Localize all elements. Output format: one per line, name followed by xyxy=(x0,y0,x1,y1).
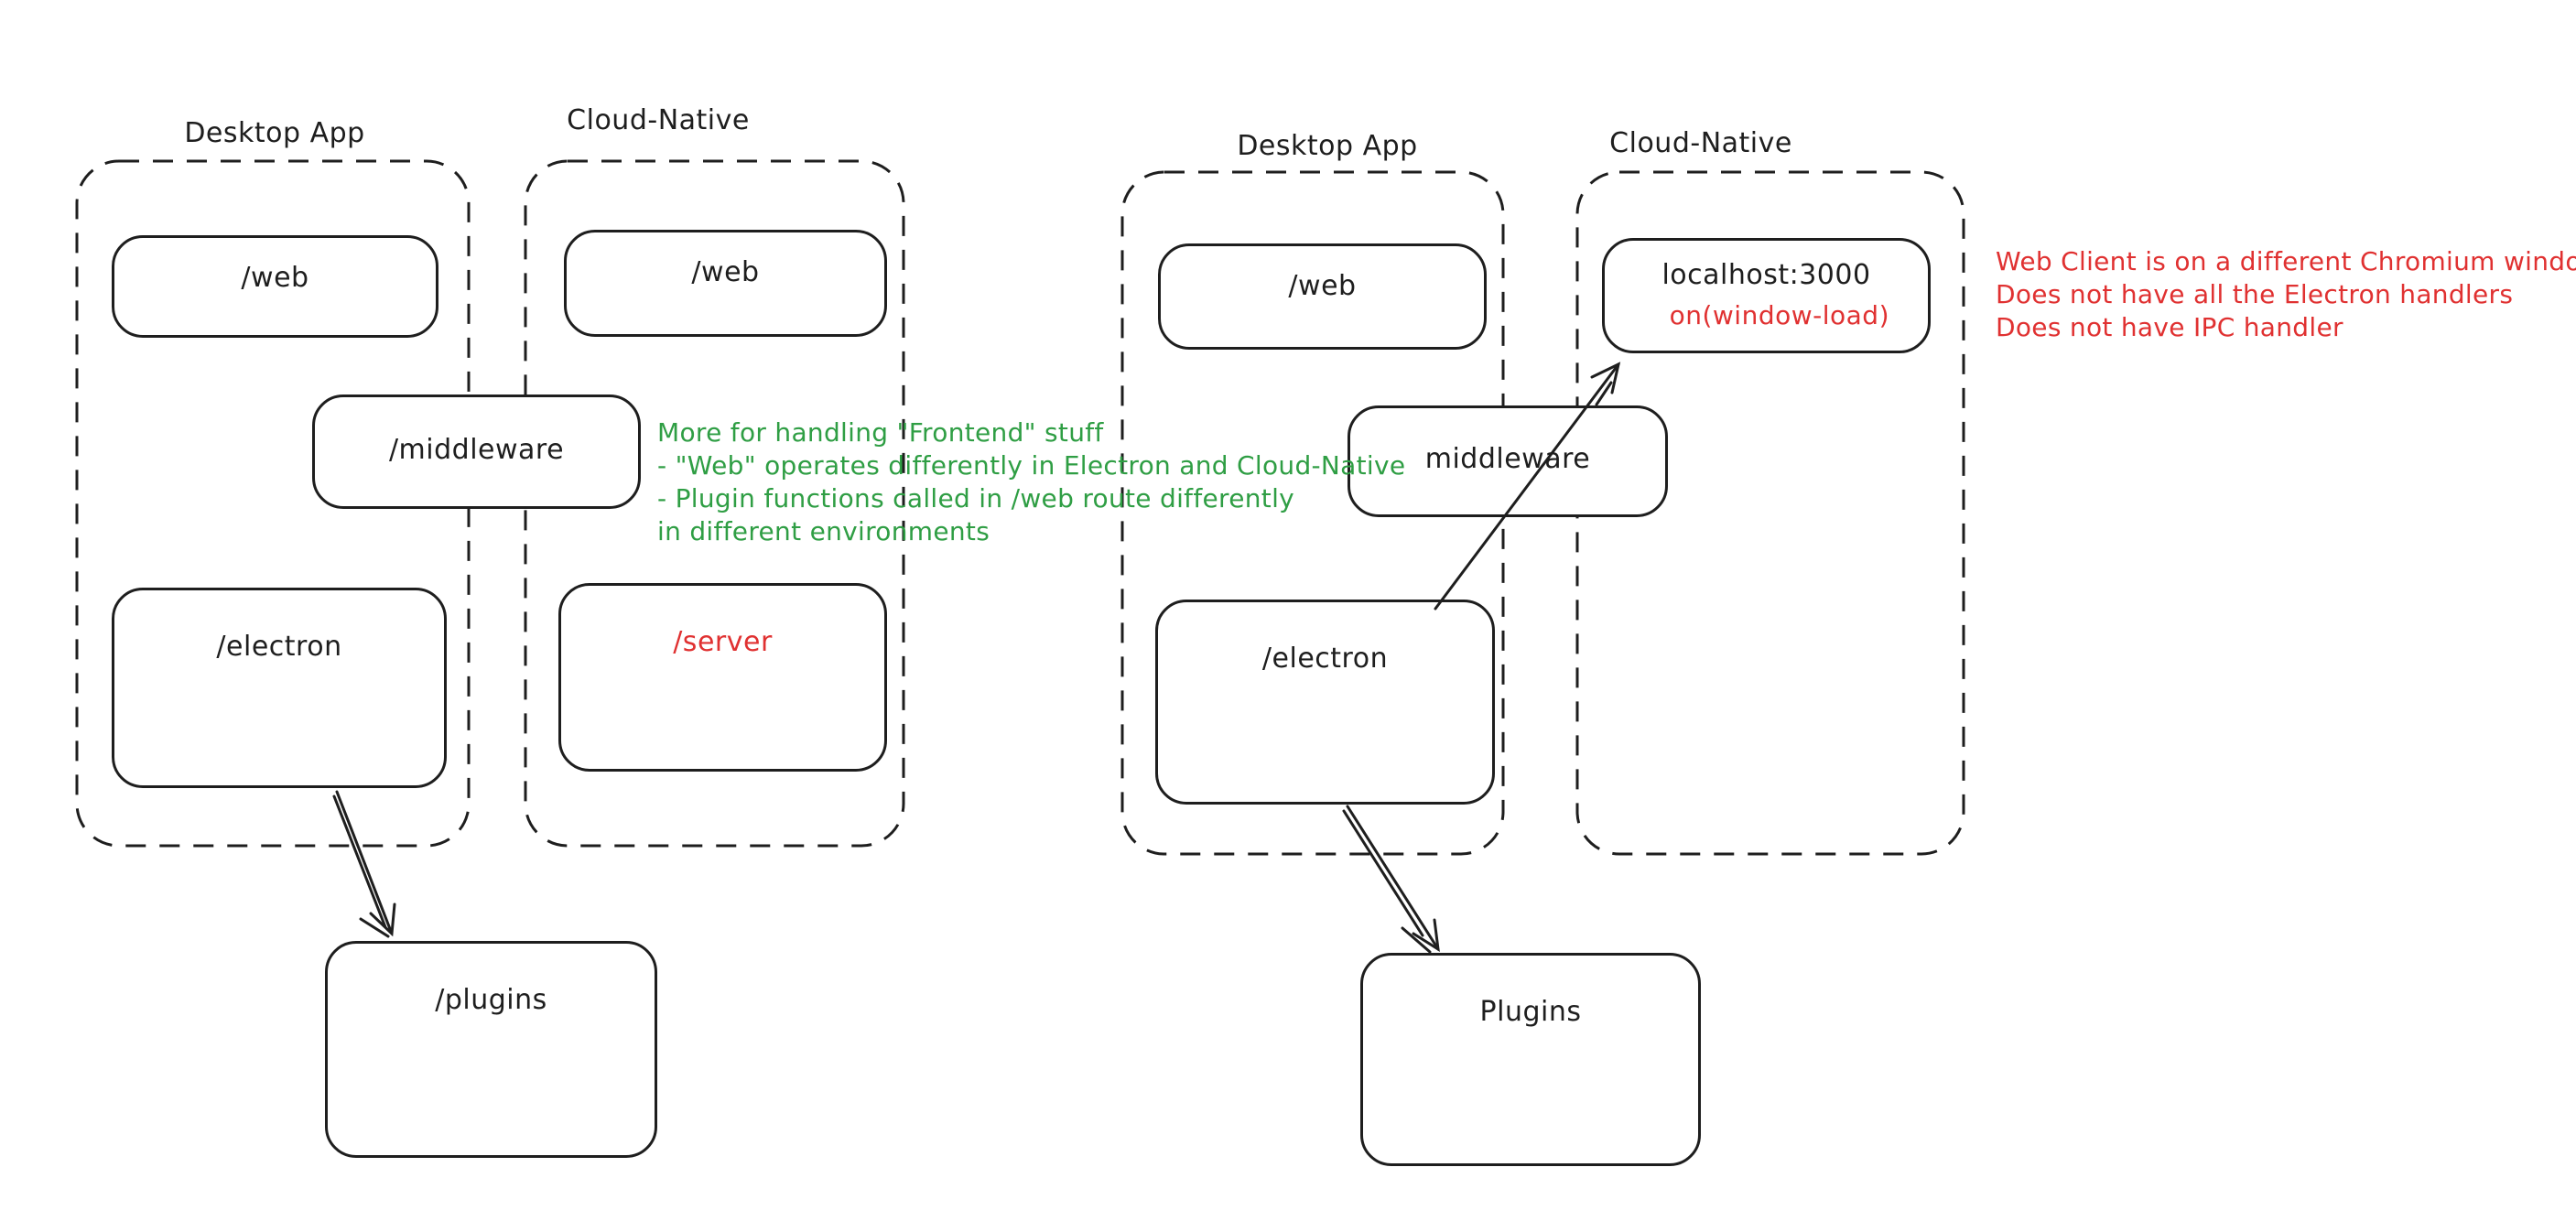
left-desktop-app-container xyxy=(75,159,471,848)
right-cloud-native-title: Cloud-Native xyxy=(1609,127,1792,159)
right-localhost-box: localhost:3000 on(window-load) xyxy=(1602,238,1931,353)
left-web-cloud-label: /web xyxy=(691,256,760,288)
left-server-label: /server xyxy=(673,626,773,658)
right-plugins-label: Plugins xyxy=(1479,996,1582,1028)
right-window-load-label: on(window-load) xyxy=(1669,300,1889,330)
left-web-desktop-label: /web xyxy=(241,262,309,294)
left-desktop-app-title: Desktop App xyxy=(184,117,365,149)
left-cloud-native-container xyxy=(524,159,905,848)
right-localhost-label: localhost:3000 xyxy=(1661,259,1871,291)
green-annotation-line: More for handling "Frontend" stuff xyxy=(657,417,1104,448)
green-annotation: More for handling "Frontend" stuff - "We… xyxy=(657,416,1405,548)
left-server-box: /server xyxy=(558,583,887,772)
left-electron-box: /electron xyxy=(112,588,447,788)
left-plugins-label: /plugins xyxy=(435,984,547,1016)
left-cloud-native-title: Cloud-Native xyxy=(567,104,750,136)
right-middleware-label: middleware xyxy=(1424,443,1591,475)
right-electron-box: /electron xyxy=(1155,600,1495,805)
left-electron-label: /electron xyxy=(216,631,342,663)
left-web-desktop-box: /web xyxy=(112,235,438,338)
left-middleware-label: /middleware xyxy=(388,434,565,466)
left-plugins-box: /plugins xyxy=(325,941,657,1158)
right-plugins-box: Plugins xyxy=(1360,953,1701,1166)
green-annotation-line: - Plugin functions called in /web route … xyxy=(657,483,1295,513)
right-electron-label: /electron xyxy=(1261,643,1389,675)
green-annotation-line: in different environments xyxy=(657,516,990,546)
red-annotation: Web Client is on a different Chromium wi… xyxy=(1996,245,2576,344)
red-annotation-line: Does not have all the Electron handlers xyxy=(1996,279,2514,309)
left-web-cloud-box: /web xyxy=(564,230,887,337)
right-web-desktop-label: /web xyxy=(1288,270,1357,302)
red-annotation-line: Does not have IPC handler xyxy=(1996,312,2343,342)
left-middleware-box: /middleware xyxy=(312,394,641,509)
red-annotation-line: Web Client is on a different Chromium wi… xyxy=(1996,246,2576,276)
right-desktop-app-title: Desktop App xyxy=(1237,130,1418,162)
green-annotation-line: - "Web" operates differently in Electron… xyxy=(657,450,1406,481)
right-web-desktop-box: /web xyxy=(1158,243,1487,350)
